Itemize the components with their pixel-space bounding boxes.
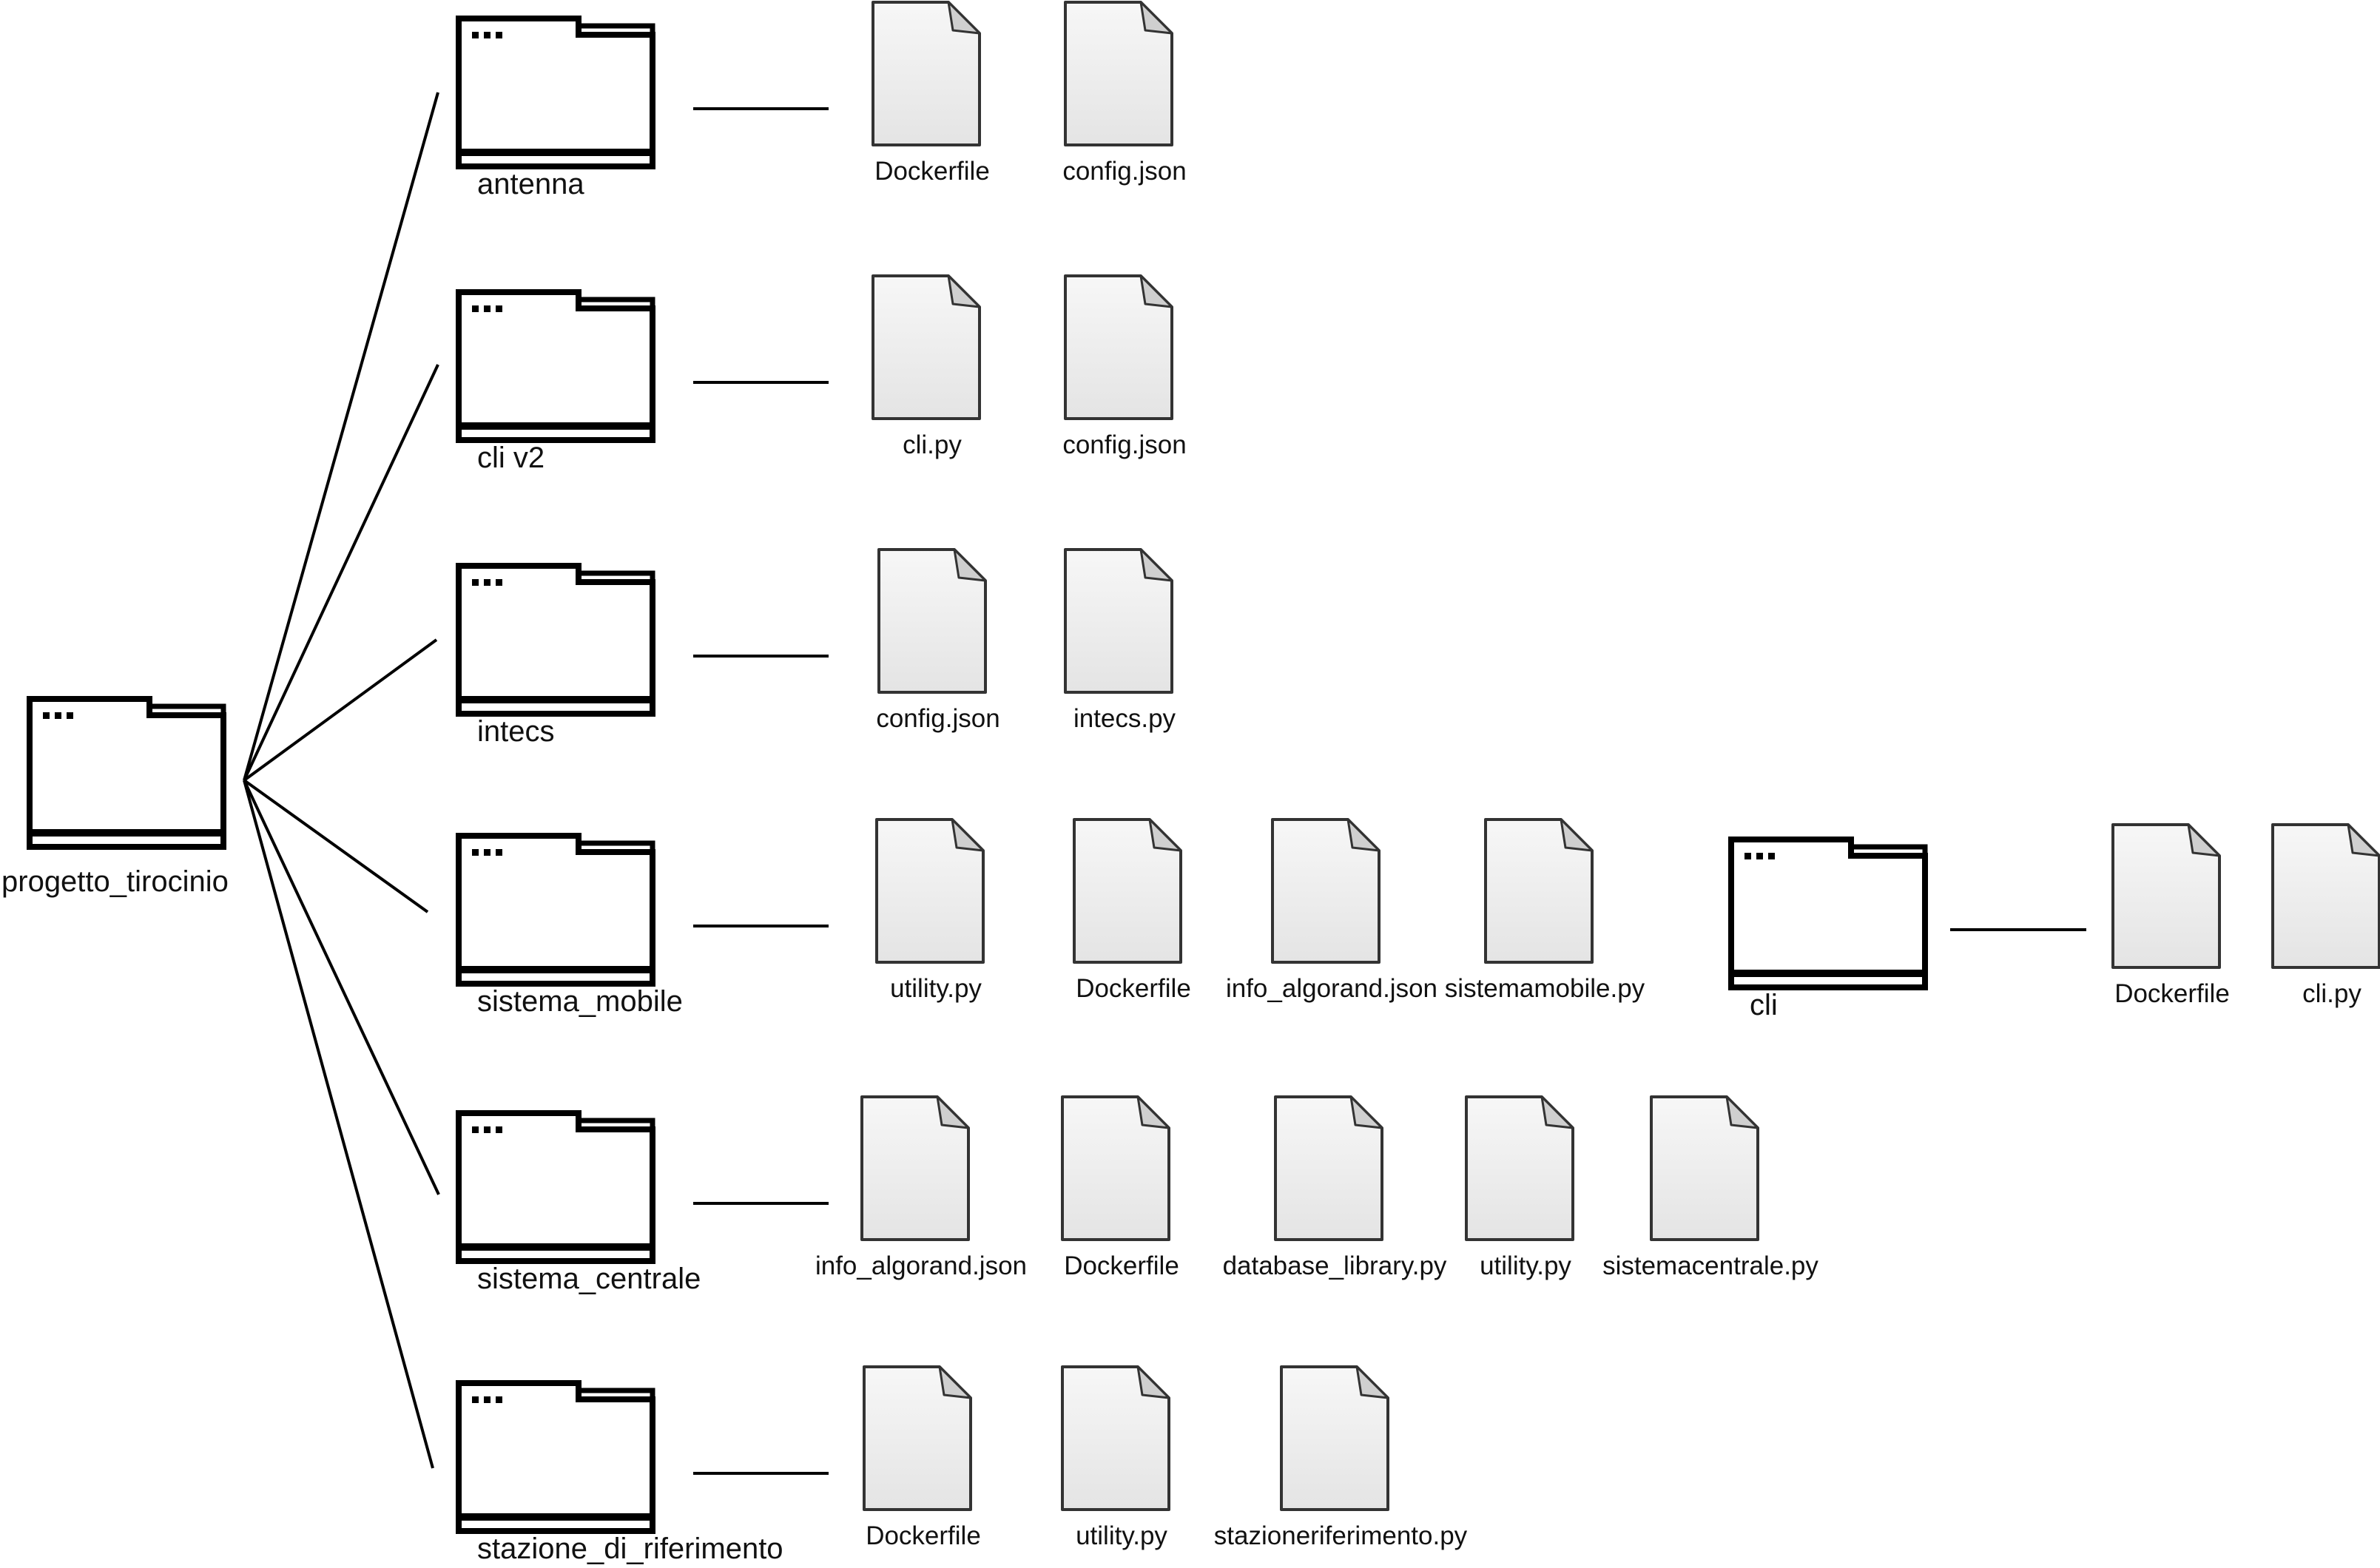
file-icon-dockerfile (872, 1, 981, 146)
file-icon-info-algorand-json (860, 1095, 970, 1241)
file-icon-dockerfile (1061, 1095, 1170, 1241)
folder-icon-intecs (456, 563, 655, 717)
branch-line-stazione-di-riferimento (243, 780, 434, 1469)
folder-icon-sistema-centrale (456, 1110, 655, 1264)
folder-label-cli-v2: cli v2 (477, 442, 545, 474)
file-label-dockerfile: Dockerfile (866, 1521, 981, 1550)
file-icon-config-json (1064, 1, 1173, 146)
file-label-utility-py: utility.py (1480, 1251, 1571, 1280)
folder-label-sistema-centrale: sistema_centrale (477, 1263, 701, 1295)
file-icon-stazioneriferimento-py (1280, 1365, 1389, 1511)
folder-label-antenna: antenna (477, 168, 584, 200)
folder-icon-antenna (456, 16, 655, 169)
subfile-label-cli-py: cli.py (2302, 979, 2362, 1008)
file-icon-database-library-py (1274, 1095, 1383, 1241)
file-icon-info-algorand-json (1271, 818, 1381, 964)
file-label-config-json: config.json (876, 704, 999, 733)
branch-line-sistema-centrale (243, 780, 440, 1195)
subfolder-icon-cli (1728, 837, 1928, 990)
folder-icon-stazione-di-riferimento (456, 1380, 655, 1534)
branch-line-sistema-mobile (243, 779, 429, 913)
file-label-dockerfile: Dockerfile (1076, 974, 1191, 1003)
file-label-config-json: config.json (1062, 157, 1186, 186)
file-icon-utility-py (1465, 1095, 1574, 1241)
file-icon-config-json (1064, 274, 1173, 420)
connector-lines (243, 92, 2086, 1475)
file-label-stazioneriferimento-py: stazioneriferimento.py (1214, 1521, 1468, 1550)
file-icon-dockerfile (1073, 818, 1182, 964)
file-label-info-algorand-json: info_algorand.json (815, 1251, 1027, 1280)
file-icon-sistemamobile-py (1484, 818, 1594, 964)
file-icon-cli-py (872, 274, 981, 420)
folder-label-stazione-di-riferimento: stazione_di_riferimento (477, 1532, 783, 1565)
file-icon-sistemacentrale-py (1650, 1095, 1759, 1241)
file-icon-utility-py (1061, 1365, 1170, 1511)
folder-icon-sistema-mobile (456, 833, 655, 987)
file-label-utility-py: utility.py (890, 974, 982, 1003)
file-icon-utility-py (875, 818, 985, 964)
subfolder-label-cli: cli (1750, 989, 1778, 1021)
file-icon-intecs-py (1064, 548, 1173, 694)
file-label-sistemacentrale-py: sistemacentrale.py (1602, 1251, 1818, 1280)
file-label-info-algorand-json: info_algorand.json (1226, 974, 1437, 1003)
branch-line-cli-v2 (243, 364, 439, 781)
file-label-dockerfile: Dockerfile (1064, 1251, 1179, 1280)
root-folder-label: progetto_tirocinio (1, 865, 229, 898)
file-label-utility-py: utility.py (1076, 1521, 1167, 1550)
file-label-database-library-py: database_library.py (1223, 1251, 1447, 1280)
file-icon-dockerfile (863, 1365, 972, 1511)
file-icon-config-json (877, 548, 987, 694)
folder-label-intecs: intecs (477, 715, 555, 748)
branch-line-intecs (243, 638, 438, 782)
folder-label-sistema-mobile: sistema_mobile (477, 985, 683, 1018)
file-label-config-json: config.json (1062, 430, 1186, 459)
branch-line-antenna (243, 92, 439, 781)
subfile-label-dockerfile: Dockerfile (2114, 979, 2230, 1008)
file-label-intecs-py: intecs.py (1073, 704, 1176, 733)
subfile-icon-cli-py (2271, 823, 2380, 969)
folder-icon-cli-v2 (456, 289, 655, 443)
subfile-icon-dockerfile (2111, 823, 2221, 969)
root-folder-icon (27, 696, 226, 850)
file-label-sistemamobile-py: sistemamobile.py (1445, 974, 1645, 1003)
file-label-dockerfile: Dockerfile (874, 157, 990, 186)
file-label-cli-py: cli.py (903, 430, 962, 459)
